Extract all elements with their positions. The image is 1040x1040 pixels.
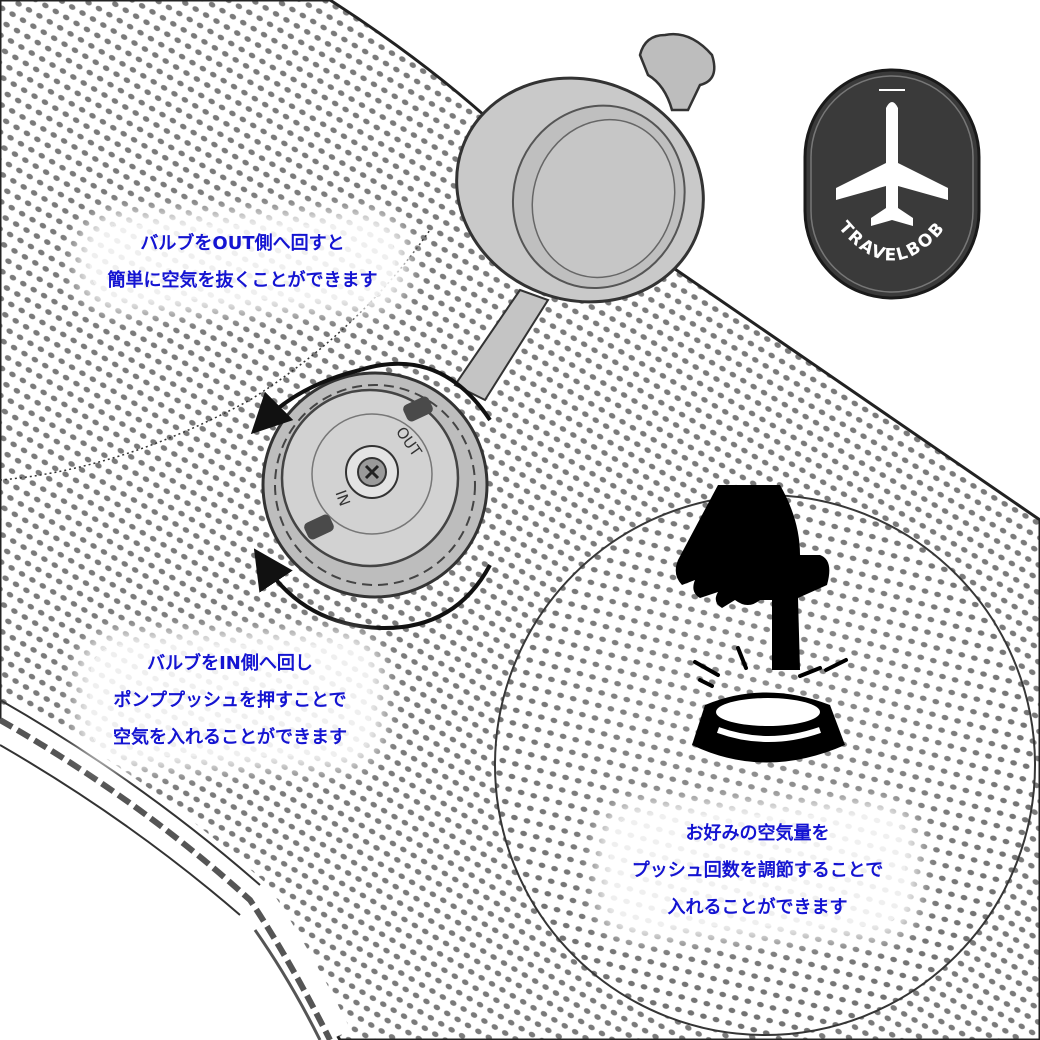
- in-instructions-caption: バルブをIN側へ回し ポンププッシュを押すことで 空気を入れることができます: [90, 645, 370, 756]
- out-instructions-caption: バルブをOUT側へ回すと 簡単に空気を抜くことができます: [90, 225, 395, 299]
- amount-instructions-line-2: プッシュ回数を調節することで: [631, 860, 884, 881]
- pillow-piping: [0, 699, 351, 1040]
- in-instructions-line-3: 空気を入れることができます: [113, 727, 347, 748]
- press-pump-icon: [675, 485, 848, 763]
- out-instructions-line-1: バルブをOUT側へ回すと: [140, 233, 345, 254]
- valve-cap: [453, 32, 716, 402]
- amount-instructions-line-1: お好みの空気量を: [685, 823, 830, 844]
- in-rotate-arrow-icon: [253, 548, 492, 631]
- in-instructions-line-2: ポンププッシュを押すことで: [113, 690, 347, 711]
- brand-logo: TRAVELBOB: [803, 68, 981, 300]
- valve-in-label: IN: [332, 488, 354, 509]
- valve: OUT IN: [261, 371, 489, 599]
- out-instructions-line-2: 簡単に空気を抜くことができます: [107, 270, 378, 291]
- in-instructions-line-1: バルブをIN側へ回し: [147, 653, 313, 674]
- airplane-icon: [836, 102, 948, 226]
- amount-instructions-line-3: 入れることができます: [667, 897, 848, 918]
- amount-instructions-caption: お好みの空気量を プッシュ回数を調節することで 入れることができます: [610, 815, 905, 926]
- rotate-arrows: [250, 361, 492, 631]
- out-rotate-arrow-icon: [250, 361, 492, 435]
